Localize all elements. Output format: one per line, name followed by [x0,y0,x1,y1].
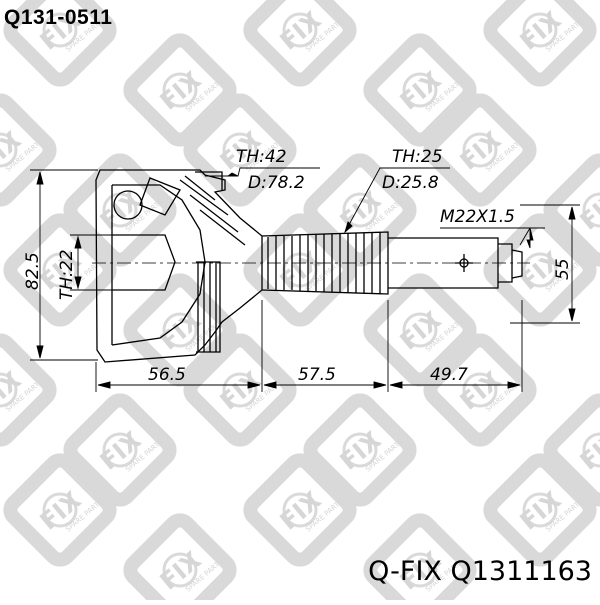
label-height-total: 82.5 [23,252,43,290]
part-number-title: Q131-0511 [4,6,113,29]
label-len-body: 56.5 [148,365,186,385]
label-len-thread: 49.7 [430,365,468,385]
brand-part-caption: Q-FIX Q1311163 [368,556,592,587]
label-d-outer: D:78.2 [248,173,305,193]
label-thread: M22X1.5 [440,207,515,227]
label-th-inner: TH:22 [57,249,77,300]
label-th-shaft: TH:25 [392,147,443,167]
dimension-lines [30,167,580,392]
label-len-shaft: 57.5 [298,365,336,385]
label-d-shaft: D:25.8 [382,173,439,193]
label-th-outer: TH:42 [236,147,287,167]
label-height-shaft: 55 [553,258,573,280]
